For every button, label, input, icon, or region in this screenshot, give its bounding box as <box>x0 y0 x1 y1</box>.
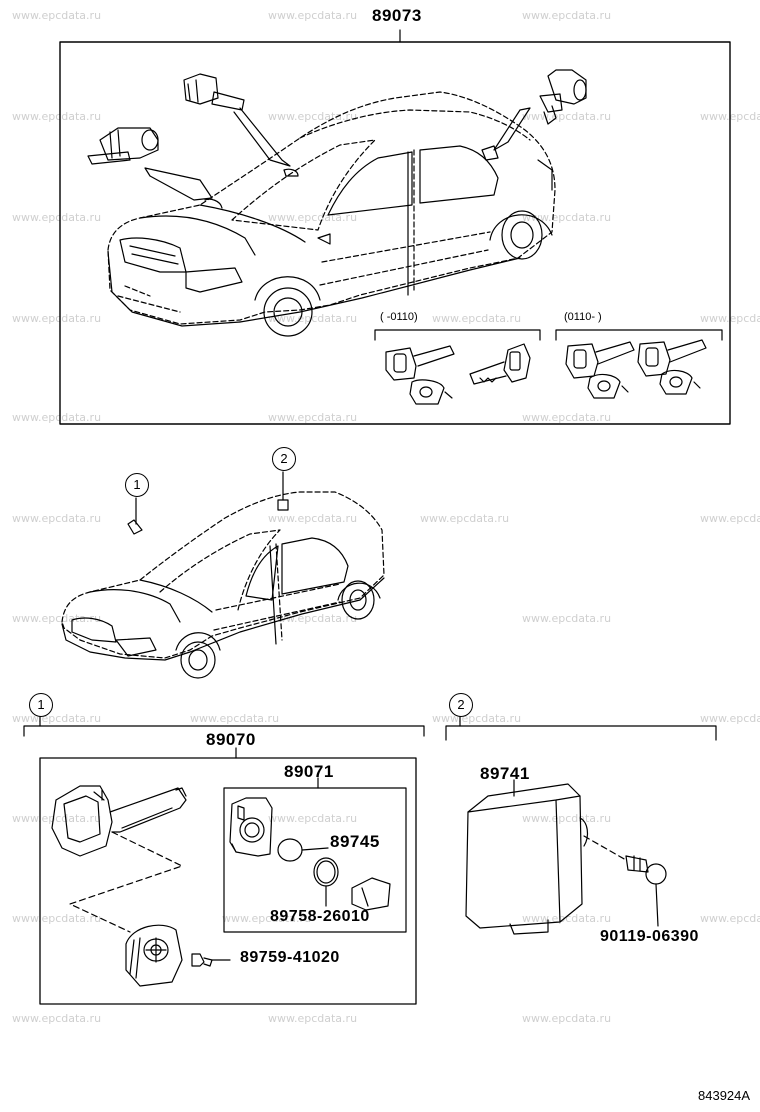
location-marker-key <box>127 519 143 535</box>
group-number-label: 89073 <box>372 6 422 25</box>
back-door-lock-illustration <box>481 69 587 161</box>
section-bracket-1 <box>23 725 425 737</box>
key-range-bracket-right <box>555 329 723 341</box>
ecu-illustration <box>465 779 627 935</box>
car-illustration-top <box>107 91 556 337</box>
part-89758-label: 89758-26010 <box>270 908 370 925</box>
door-lock-illustration <box>183 73 299 177</box>
transponder-key-illustration <box>51 785 187 933</box>
location-marker-ecu <box>277 499 289 511</box>
box-89070 <box>39 757 417 1005</box>
key-range-bracket-left <box>374 329 541 341</box>
callout-1-section: 1 <box>29 693 53 717</box>
part-90119-label: 90119-06390 <box>600 928 699 945</box>
key-range-late: (0110- ) <box>564 311 602 323</box>
key-housing-illustration <box>229 797 273 857</box>
car-illustration-locator <box>61 491 385 679</box>
part-89070-label: 89070 <box>206 730 256 749</box>
ignition-lock-illustration <box>87 127 223 209</box>
callout-2-locator: 2 <box>272 447 296 471</box>
o-ring-illustration <box>313 857 339 907</box>
key-cover-illustration <box>125 924 183 987</box>
section-bracket-2 <box>445 725 717 741</box>
key-illustration-early <box>385 343 531 405</box>
battery-illustration <box>277 838 329 862</box>
key-range-early: ( -0110) <box>380 311 418 323</box>
box-89071 <box>223 787 407 933</box>
part-89745-label: 89745 <box>330 832 380 851</box>
screw-illustration <box>191 953 231 967</box>
callout-1-locator: 1 <box>125 473 149 497</box>
key-illustration-late <box>565 339 707 399</box>
diagram-code: 843924A <box>698 1088 751 1103</box>
group-frame <box>59 41 731 425</box>
bolt-illustration <box>625 855 667 927</box>
clip-illustration <box>351 877 391 911</box>
callout-2-section: 2 <box>449 693 473 717</box>
part-89071-label: 89071 <box>284 762 334 781</box>
part-89759-label: 89759-41020 <box>240 949 340 966</box>
part-89741-label: 89741 <box>480 764 530 783</box>
